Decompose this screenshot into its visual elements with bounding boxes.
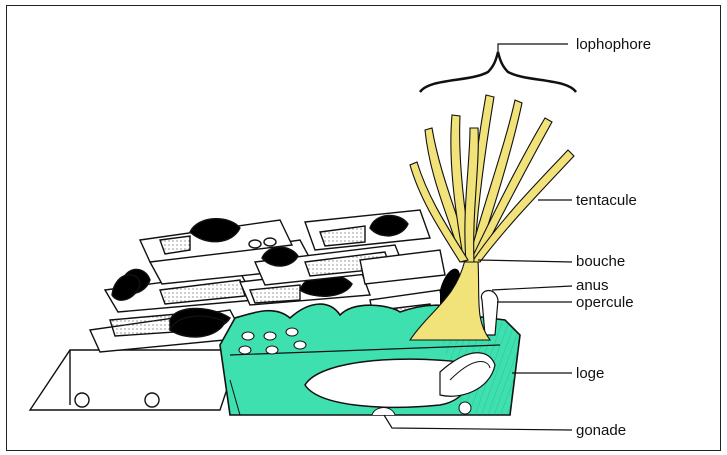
leader-gonade [384,415,572,430]
pore-oval [242,332,254,340]
embryo [262,247,298,266]
pore-oval [286,328,298,336]
leader-anus [492,286,572,290]
label-anus: anus [576,277,609,294]
label-loge: loge [576,365,604,382]
label-tentacule: tentacule [576,192,637,209]
label-gonade: gonade [576,422,626,439]
pore-circle [75,393,89,407]
leader-lophophore [498,44,568,52]
pore-circle [459,402,471,414]
pore-oval [239,346,251,354]
colony-base [30,350,240,410]
pore-oval [266,346,278,354]
leader-bouche [478,260,572,262]
lophophore-bracket [420,52,576,92]
label-opercule: opercule [576,294,634,311]
pore-oval [264,332,276,340]
pore-circle [145,393,159,407]
label-bouche: bouche [576,253,625,270]
label-lophophore: lophophore [576,36,651,53]
pore-oval [294,341,306,349]
